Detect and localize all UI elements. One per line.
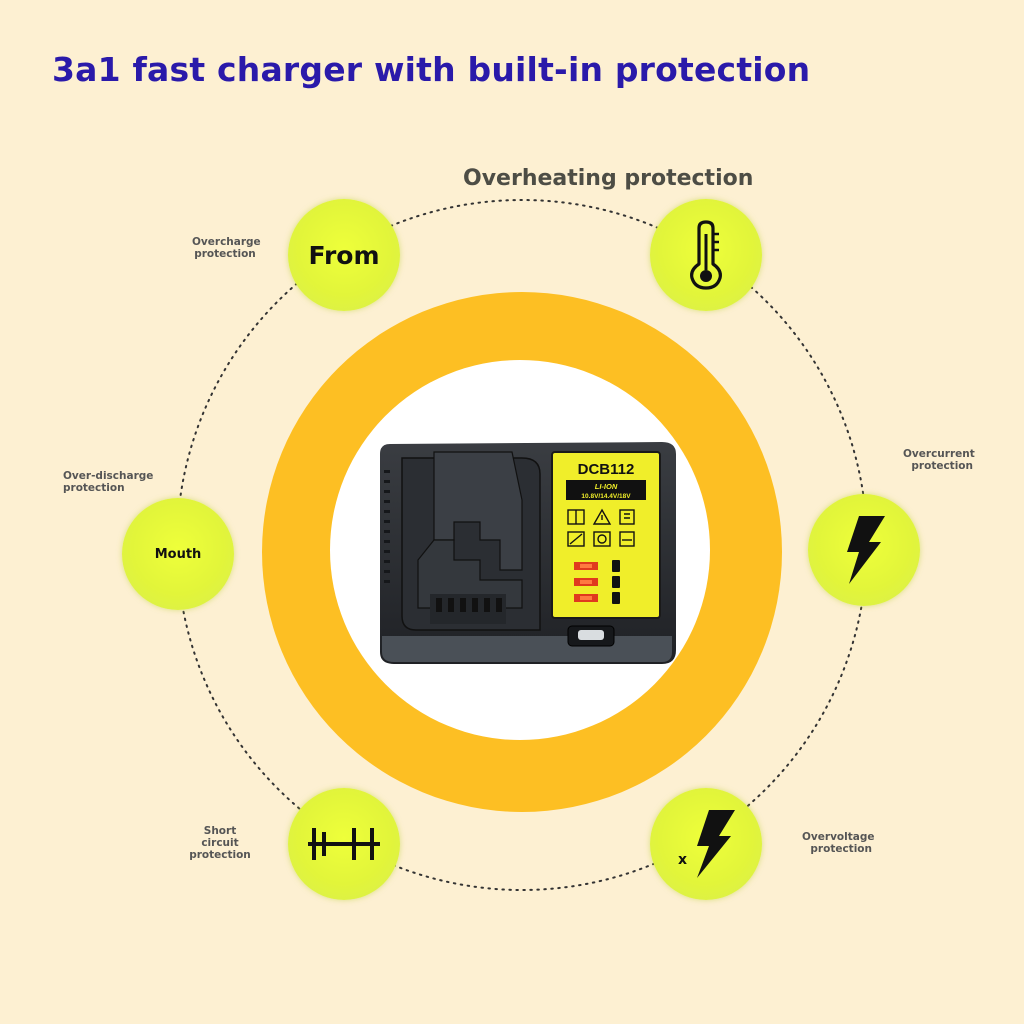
x-mark: x — [678, 852, 688, 868]
overcharge-node: From — [288, 199, 400, 311]
overvoltage-node: x — [650, 788, 762, 900]
charger-type-text: LI-ION — [595, 482, 618, 491]
charger-image: DCB112 LI-ION 10.8V/14.4V/18V — [380, 442, 676, 664]
lightning-x-icon — [697, 810, 735, 878]
overheating-node — [650, 199, 762, 311]
charger-model-text: DCB112 — [578, 461, 635, 478]
short-circuit-node — [288, 788, 400, 900]
overcurrent-node — [808, 494, 920, 606]
charger-voltage-text: 10.8V/14.4V/18V — [581, 493, 631, 500]
thermometer-icon — [690, 220, 722, 290]
page-title: 3a1 fast charger with built-in protectio… — [52, 50, 811, 89]
over-discharge-node: Mouth — [122, 498, 234, 610]
from-text: From — [308, 240, 380, 270]
mouth-text: Mouth — [154, 546, 202, 562]
short-circuit-icon — [308, 828, 380, 860]
overheating-label: Overheating protection — [463, 166, 754, 191]
lightning-icon — [847, 516, 885, 584]
